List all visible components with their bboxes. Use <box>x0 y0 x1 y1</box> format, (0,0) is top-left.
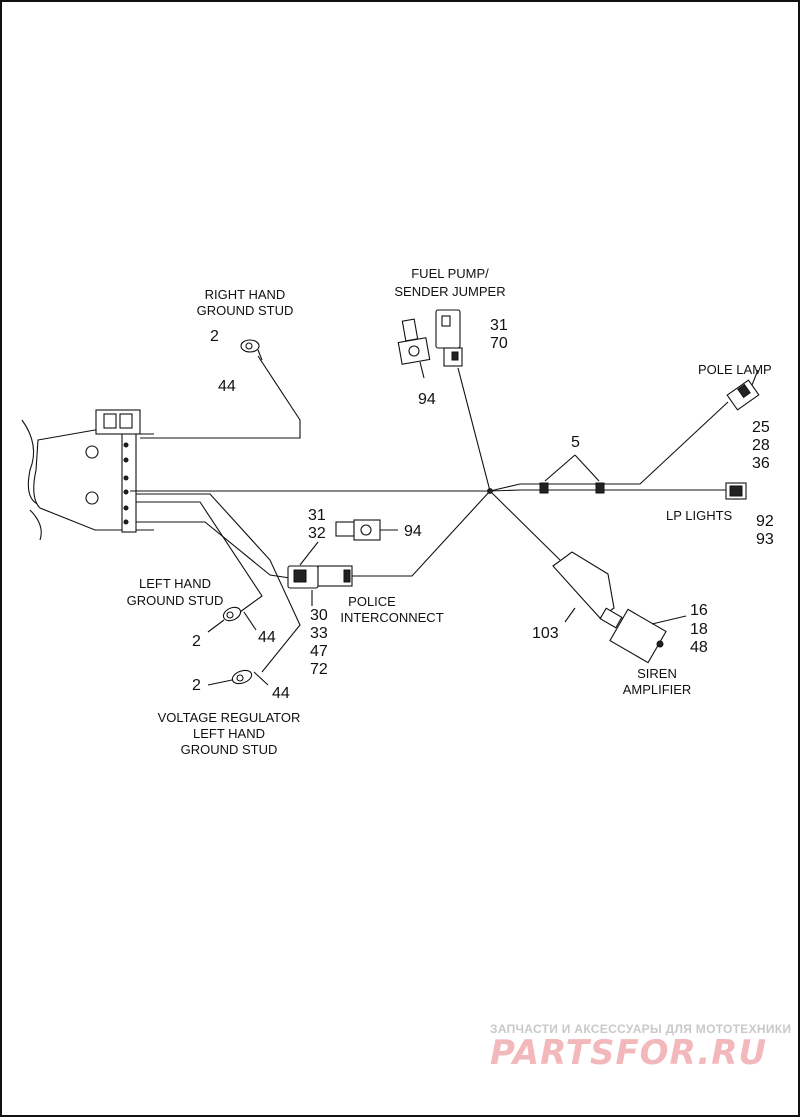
callout-lp-93: 93 <box>756 531 774 548</box>
callout-police-94: 94 <box>404 523 422 540</box>
lh-ground-stud-label-l2: GROUND STUD <box>127 593 224 608</box>
callout-rh-2: 2 <box>210 328 219 345</box>
callout-lh-44: 44 <box>258 629 276 646</box>
rh-ground-stud-label-l1: RIGHT HAND <box>205 287 286 302</box>
watermark-tagline: ЗАПЧАСТИ И АКСЕССУАРЫ ДЛЯ МОТОТЕХНИКИ <box>490 1022 791 1036</box>
callout-clips-5: 5 <box>571 434 580 451</box>
lp-lights-label: LP LIGHTS <box>666 508 733 523</box>
callout-pole-28: 28 <box>752 437 770 454</box>
callout-vr-2: 2 <box>192 677 201 694</box>
callout-fuel-94: 94 <box>418 391 436 408</box>
lh-ground-stud-label-l1: LEFT HAND <box>139 576 211 591</box>
fuel-pump-label-l2: SENDER JUMPER <box>394 284 505 299</box>
siren-amplifier-label-l2: AMPLIFIER <box>623 682 692 697</box>
fuel-pump-label-l1: FUEL PUMP/ <box>411 266 489 281</box>
callout-boot-103: 103 <box>532 625 559 642</box>
police-interconnect-label-l1: POLICE <box>348 594 396 609</box>
police-interconnect-label-l2: INTERCONNECT <box>340 610 443 625</box>
callout-lp-92: 92 <box>756 513 774 530</box>
frame-bracket <box>21 409 154 541</box>
fuel-pump-jumper-connector <box>435 309 463 367</box>
callout-pole-25: 25 <box>752 419 770 436</box>
vr-ground-stud-label-l2: LEFT HAND <box>193 726 265 741</box>
callout-siren-18: 18 <box>690 621 708 638</box>
lp-lights-connector <box>725 482 747 500</box>
harness-clips <box>539 454 605 494</box>
callout-lh-2: 2 <box>192 633 201 650</box>
pole-lamp-connector <box>726 379 760 411</box>
vr-ground-ring-terminal <box>207 669 269 686</box>
callout-fuel-70: 70 <box>490 335 508 352</box>
callout-rh-44: 44 <box>218 378 236 395</box>
callout-fuel-31: 31 <box>490 317 508 334</box>
callout-siren-16: 16 <box>690 602 708 619</box>
callout-vr-44: 44 <box>272 685 290 702</box>
rh-ground-ring-terminal <box>240 339 263 361</box>
siren-amplifier-label-l1: SIREN <box>637 666 677 681</box>
pole-lamp-label: POLE LAMP <box>698 362 772 377</box>
siren-boot <box>552 551 615 623</box>
harness-wires <box>130 355 729 673</box>
callout-pole-36: 36 <box>752 455 770 472</box>
police-interconnect-connector <box>287 565 353 589</box>
callout-police-32: 32 <box>308 525 326 542</box>
callout-police-47: 47 <box>310 643 328 660</box>
siren-amplifier-connector <box>599 607 687 664</box>
callout-siren-48: 48 <box>690 639 708 656</box>
lh-ground-ring-terminal <box>207 606 257 633</box>
callout-police-31: 31 <box>308 507 326 524</box>
rh-ground-stud-label-l2: GROUND STUD <box>197 303 294 318</box>
watermark-logo: PARTSFOR.RU <box>490 1033 767 1073</box>
callout-police-33: 33 <box>310 625 328 642</box>
fuel-jumper-terminal-94 <box>397 318 431 379</box>
callout-police-72: 72 <box>310 661 328 678</box>
vr-ground-stud-label-l1: VOLTAGE REGULATOR <box>158 710 301 725</box>
callout-police-30: 30 <box>310 607 328 624</box>
police-terminal-94 <box>335 519 398 541</box>
vr-ground-stud-label-l3: GROUND STUD <box>181 742 278 757</box>
